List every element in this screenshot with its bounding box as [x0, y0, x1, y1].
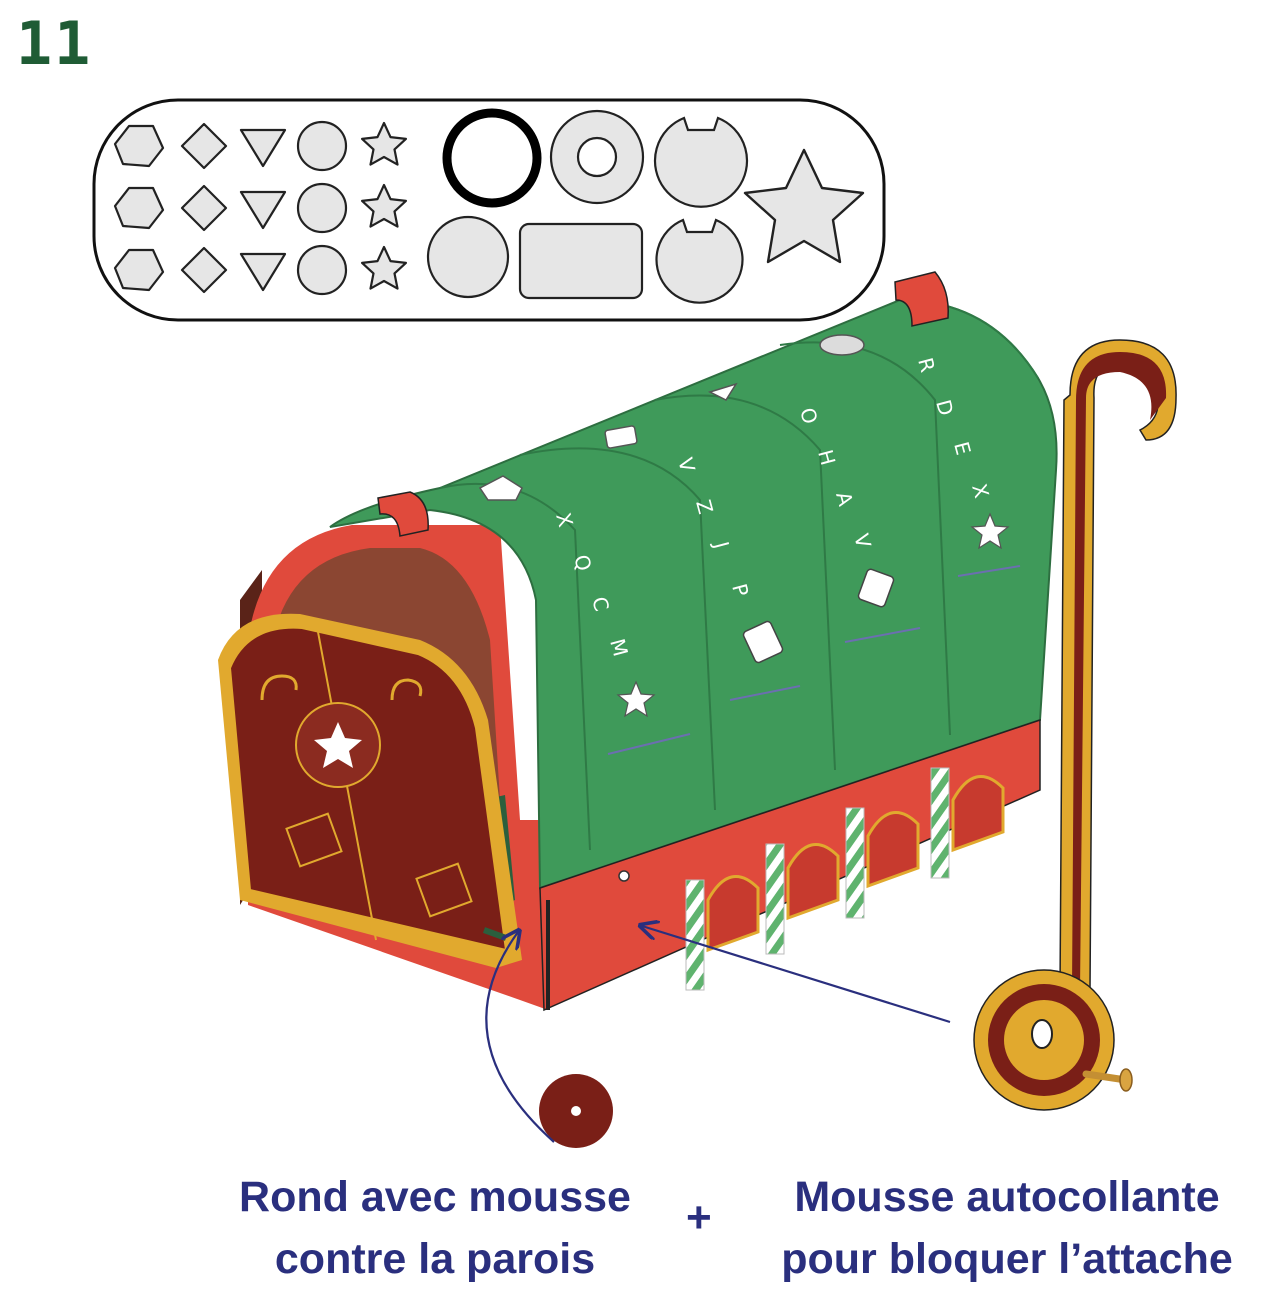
- dial-letter: V: [849, 531, 876, 551]
- pentagon-piece: [113, 186, 165, 230]
- arch: [706, 875, 760, 953]
- dial-letter: M: [605, 636, 633, 659]
- diamond-slot: [604, 425, 638, 449]
- donut-washer-piece: [549, 109, 645, 205]
- triangle-piece: [239, 128, 287, 168]
- dial-letter: R: [913, 355, 940, 375]
- diamond-piece-placed: [742, 620, 784, 664]
- pentagon-piece: [113, 124, 165, 168]
- dial-letter: H: [813, 447, 840, 468]
- dial-letter: Q: [569, 552, 596, 573]
- caption-adhesive-foam: Mousse autocollante pour bloquer l’attac…: [760, 1166, 1254, 1290]
- star-piece: [361, 121, 407, 166]
- dial-letter: Z: [691, 497, 718, 516]
- star-piece: [361, 183, 407, 228]
- large-disc-piece: [426, 215, 510, 299]
- dial-letter: E: [949, 439, 975, 457]
- striped-column: [845, 807, 865, 919]
- rectangle-piece: [518, 222, 644, 300]
- caption-foam-round: Rond avec mousse contre la parois: [212, 1166, 658, 1290]
- arch: [866, 811, 920, 889]
- diamond-piece: [180, 246, 228, 294]
- pieces-panel: [92, 98, 886, 322]
- notched-disc-piece: [655, 218, 744, 304]
- black-ring-piece: [442, 108, 542, 208]
- mailbox-door: [218, 613, 522, 968]
- candy-cane-icon: [260, 674, 423, 701]
- dial-letter: X: [551, 510, 578, 530]
- dial-letter: C: [587, 594, 614, 614]
- star-icon: [970, 512, 1010, 550]
- dial-letter: O: [795, 405, 822, 426]
- arch: [951, 775, 1005, 853]
- small-pieces-grid: [113, 120, 407, 296]
- lever-arm: [973, 339, 1177, 1111]
- circle-piece: [296, 182, 348, 234]
- dial-letter: V: [673, 455, 700, 475]
- star-icon: [314, 722, 362, 768]
- striped-column: [765, 843, 785, 955]
- gift-icon: [285, 812, 473, 918]
- circle-piece: [296, 120, 348, 172]
- circle-slot: [819, 334, 865, 356]
- step-number: 11: [16, 9, 93, 79]
- striped-column: [685, 879, 705, 991]
- star-piece: [361, 245, 407, 290]
- arrow-adhesive-foam: [642, 926, 951, 1024]
- triangle-piece: [239, 252, 287, 292]
- pentagon-slot: [478, 475, 523, 501]
- diamond-piece: [180, 122, 228, 170]
- arcade-arches: [685, 767, 1005, 991]
- pentagon-piece: [113, 248, 165, 292]
- dial-letter: X: [967, 481, 994, 501]
- diamond-piece-placed: [857, 568, 895, 608]
- caption-line: pour bloquer l’attache: [781, 1235, 1233, 1283]
- striped-column: [930, 767, 950, 879]
- plus-sign: +: [686, 1193, 712, 1242]
- star-icon: [616, 680, 656, 718]
- caption-line: contre la parois: [274, 1235, 596, 1283]
- dial-letter: A: [831, 489, 858, 509]
- caption-line: Mousse autocollante: [794, 1173, 1220, 1221]
- foam-round-piece: [539, 1074, 613, 1148]
- dial-letter: D: [931, 397, 958, 418]
- caption-line: Rond avec mousse: [239, 1173, 631, 1221]
- large-star-piece: [743, 148, 865, 264]
- circle-piece: [296, 244, 348, 296]
- arch: [786, 843, 840, 921]
- fastener-pin: [1082, 1068, 1133, 1092]
- triangle-slot: [707, 382, 738, 401]
- arrow-foam-round: [485, 932, 555, 1143]
- triangle-piece: [239, 190, 287, 230]
- dial-letter: P: [727, 581, 753, 599]
- diamond-piece: [180, 184, 228, 232]
- notched-disc-piece: [653, 116, 749, 208]
